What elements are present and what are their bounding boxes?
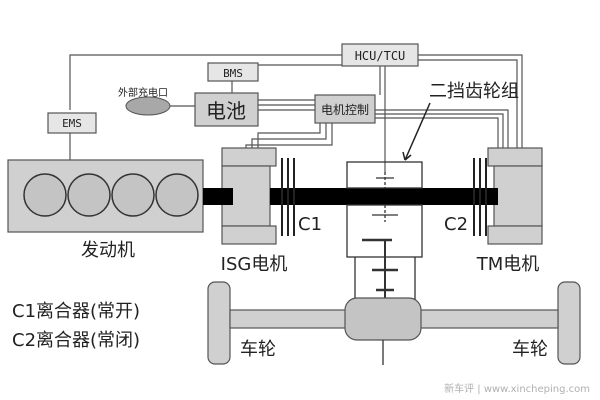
motor-control-label: 电机控制	[321, 103, 369, 117]
axle-assembly: 车轮 车轮	[207, 281, 581, 365]
signal-wires	[69, 54, 523, 172]
charge-port-label: 外部充电口	[118, 86, 168, 99]
wire-hcu-ems	[69, 54, 342, 110]
cylinder-3	[111, 173, 155, 217]
wire-mc-tm-1	[375, 109, 509, 148]
wire-hcu-tm-1	[418, 54, 523, 148]
gear-set-pointer	[404, 102, 431, 161]
motor-control-box: 电机控制	[314, 94, 376, 124]
wheel-right-label: 车轮	[512, 339, 548, 360]
hcu-tcu-box: HCU/TCU	[341, 43, 419, 67]
differential	[344, 297, 422, 341]
watermark: 新车评 | www.xincheping.com	[444, 382, 590, 395]
shaft-isg-tm	[270, 188, 498, 205]
wheel-right	[557, 281, 581, 365]
tm-rotor	[493, 165, 543, 227]
clutch-notes: C1离合器(常开) C2离合器(常闭)	[12, 301, 140, 351]
wire-mc-tm-3	[375, 117, 499, 148]
wheel-left	[207, 281, 231, 365]
tm-stator-top	[487, 147, 543, 167]
isg-stator-bottom	[221, 225, 277, 245]
watermark-text: 新车评 | www.xincheping.com	[444, 382, 590, 395]
ems-box: EMS	[47, 112, 97, 134]
wire-mc-isg-3	[245, 123, 333, 148]
cylinder-1	[23, 173, 67, 217]
clutch-c1: C1	[281, 158, 322, 236]
isg-motor-label: ISG电机	[221, 254, 288, 275]
cylinder-4	[155, 173, 199, 217]
main-shaft	[203, 188, 498, 205]
wheel-left-label: 车轮	[240, 339, 276, 360]
bms-label: BMS	[223, 67, 243, 80]
tm-motor: TM电机	[476, 147, 543, 275]
tm-stator-bottom	[487, 225, 543, 245]
wire-mc-isg-2	[251, 123, 327, 148]
engine: 发动机	[7, 159, 204, 261]
engine-label: 发动机	[81, 240, 135, 261]
ems-label: EMS	[62, 117, 82, 130]
hcu-tcu-label: HCU/TCU	[355, 49, 406, 63]
battery-label: 电池	[206, 99, 246, 123]
cylinder-2	[67, 173, 111, 217]
clutch-c2: C2	[444, 158, 487, 236]
charge-port: 外部充电口	[118, 86, 171, 116]
tm-motor-label: TM电机	[476, 254, 540, 275]
clutch-c1-label: C1	[298, 214, 322, 235]
clutch-c2-label: C2	[444, 214, 468, 235]
gear-set-label: 二挡齿轮组	[429, 81, 519, 102]
isg-stator-top	[221, 147, 277, 167]
c2-note: C2离合器(常闭)	[12, 330, 140, 351]
wire-hcu-tm-2	[418, 59, 518, 148]
bms-box: BMS	[207, 62, 259, 82]
shaft-engine-isg	[203, 188, 233, 205]
wire-mc-isg-1	[257, 123, 321, 148]
wire-mc-tm-2	[375, 113, 504, 148]
second-gear-set: 二挡齿轮组	[346, 81, 519, 300]
isg-motor: ISG电机	[221, 147, 288, 275]
battery-box: 电池	[194, 92, 259, 127]
c1-note: C1离合器(常开)	[12, 301, 140, 322]
